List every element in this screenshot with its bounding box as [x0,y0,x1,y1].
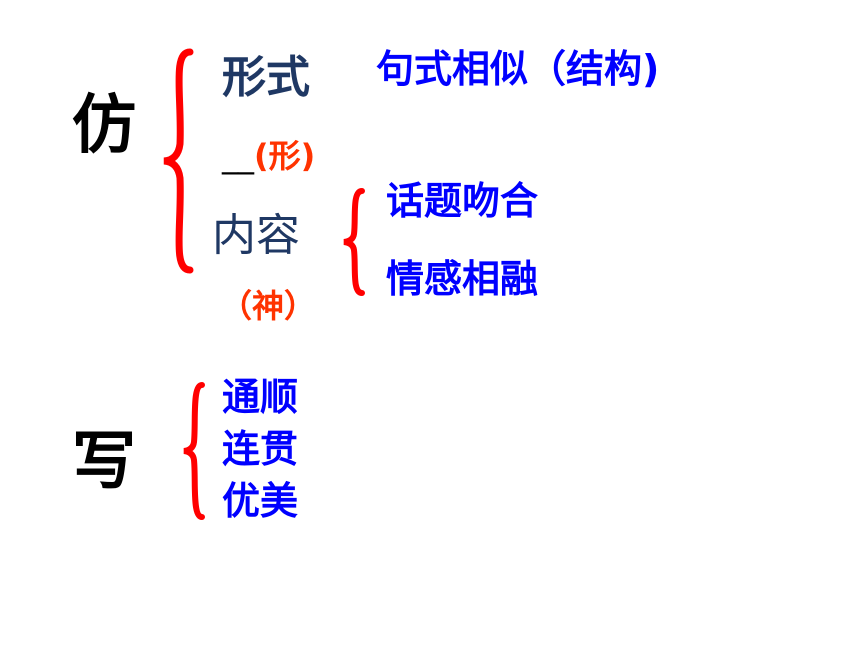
content-item-1: 话题吻合 [386,179,539,223]
xie-item-1: 通顺 [222,375,299,419]
form-note: __(形) [222,140,315,172]
fang-title: 仿 [72,89,136,163]
form-note-text: (形) [254,137,316,175]
xie-title: 写 [72,425,136,499]
form-note-prefix: __ [222,137,254,175]
xie-brace-icon [183,382,205,520]
xie-item-3: 优美 [222,479,299,523]
content-label: 内容 [212,210,300,261]
content-brace-icon [343,188,365,296]
xie-item-2: 连贯 [222,427,299,471]
fang-brace-icon [163,48,194,274]
form-description: 句式相似（结构) [376,47,660,91]
content-note: （神） [220,287,317,325]
form-label: 形式 [222,52,310,103]
content-item-2: 情感相融 [386,257,539,301]
